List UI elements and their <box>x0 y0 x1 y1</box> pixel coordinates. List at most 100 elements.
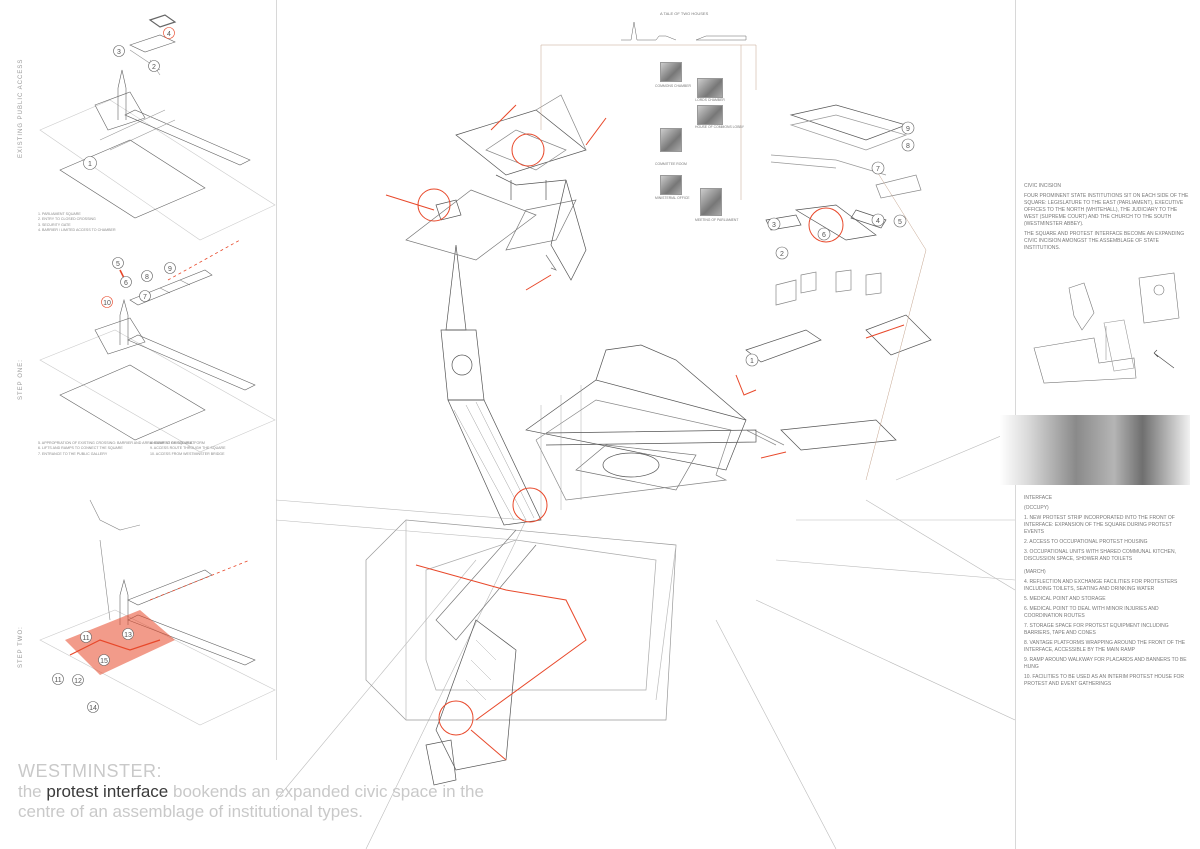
svg-text:9: 9 <box>906 126 910 133</box>
marker-circle <box>87 701 99 713</box>
marker-circle <box>871 161 885 175</box>
marker-circle <box>817 227 831 241</box>
caption-lobby: HOUSE OF COMMONS LOBBY <box>695 125 744 129</box>
committee-photo <box>660 128 682 152</box>
marker-circle <box>163 27 175 39</box>
svg-text:3: 3 <box>117 49 121 56</box>
marker-circle <box>112 257 124 269</box>
site-plan <box>1033 272 1180 384</box>
svg-text:5: 5 <box>898 219 902 226</box>
title-line-2-post: bookends an expanded civic space in the <box>168 782 484 801</box>
title-line-2: the protest interface bookends an expand… <box>18 782 638 802</box>
svg-text:9: 9 <box>168 266 172 273</box>
svg-text:8: 8 <box>906 143 910 150</box>
marker-circle <box>901 121 915 135</box>
note-line: 1. PARLIAMENT SQUARE <box>38 212 81 216</box>
meeting-photo <box>700 188 722 216</box>
marker-circle <box>901 138 915 152</box>
march-item-7: 7. STORAGE SPACE FOR PROTEST EQUIPMENT I… <box>1024 623 1169 636</box>
svg-text:5: 5 <box>116 261 120 268</box>
march-item-4: 4. REFLECTION AND EXCHANGE FACILITIES FO… <box>1024 579 1178 592</box>
marker-circle <box>164 262 176 274</box>
street-photo <box>1000 415 1190 485</box>
svg-text:6: 6 <box>822 232 826 239</box>
civic-text-2: THE SQUARE AND PROTEST INTERFACE BECOME … <box>1024 231 1185 251</box>
marker-circle <box>141 270 153 282</box>
title-line-1: WESTMINSTER: <box>18 761 162 781</box>
note-line: 8. RAMP TO RAISED PLATFORM <box>150 441 205 445</box>
svg-text:15: 15 <box>100 658 108 665</box>
note-line: 3. SECURITY GATE <box>38 222 71 227</box>
left-column-divider <box>276 0 277 760</box>
occupy-item-2: 2. ACCESS TO OCCUPATIONAL PROTEST HOUSIN… <box>1024 539 1148 545</box>
svg-text:11: 11 <box>82 635 89 642</box>
svg-text:14: 14 <box>89 705 97 712</box>
svg-text:6: 6 <box>124 280 128 287</box>
step-one-notes-b: 8. RAMP TO RAISED PLATFORM 9. ACCESS ROU… <box>150 441 250 457</box>
right-panel-interface: INTERFACE (OCCUPY) 1. NEW PROTEST STRIP … <box>1024 495 1192 691</box>
marker-circle <box>148 60 160 72</box>
commons-photo <box>660 62 682 82</box>
march-item-8: 8. VANTAGE PLATFORMS WRAPPING AROUND THE… <box>1024 640 1186 653</box>
civic-text-1: FOUR PROMINENT STATE INSTITUTIONS SIT ON… <box>1024 193 1189 227</box>
svg-text:7: 7 <box>143 294 147 301</box>
marker-circle <box>139 290 151 302</box>
march-item-9: 9. RAMP AROUND WALKWAY FOR PLACARDS AND … <box>1024 657 1187 670</box>
caption-meeting: MEETING OF PARLIAMENT <box>695 218 739 222</box>
svg-text:7: 7 <box>876 166 880 173</box>
svg-text:8: 8 <box>145 274 149 281</box>
svg-text:4: 4 <box>167 31 171 38</box>
caption-committee: COMMITTEE ROOM <box>655 162 687 166</box>
svg-text:3: 3 <box>772 222 776 229</box>
svg-text:1: 1 <box>88 161 92 168</box>
title-line-2-pre: the <box>18 782 47 801</box>
lobby-photo <box>697 105 723 125</box>
title-line-3: centre of an assemblage of institutional… <box>18 802 363 821</box>
svg-text:4: 4 <box>876 218 880 225</box>
right-panel-civic: CIVIC INCISION FOUR PROMINENT STATE INST… <box>1024 183 1192 255</box>
marker-circle <box>80 631 92 643</box>
marker-circle <box>113 45 125 57</box>
note-line: 5. APPROPRIATION OF EXISTING CROSSING: B… <box>38 441 193 445</box>
svg-text:2: 2 <box>152 64 156 71</box>
right-markers: 9 8 7 6 5 4 3 2 1 <box>745 121 915 367</box>
march-heading: (MARCH) <box>1024 569 1046 575</box>
caption-ministerial: MINISTERIAL OFFICE <box>655 196 690 200</box>
note-line: 7. ENTRANCE TO THE PUBLIC GALLERY <box>38 451 108 456</box>
marker-circle <box>120 276 132 288</box>
marker-circle <box>122 628 134 640</box>
caption-commons: COMMONS CHAMBER <box>655 84 691 88</box>
step-one-notes-a: 5. APPROPRIATION OF EXISTING CROSSING: B… <box>38 441 193 457</box>
occupy-item-3: 3. OCCUPATIONAL UNITS WITH SHARED COMMUN… <box>1024 549 1176 562</box>
marker-circle <box>101 296 113 308</box>
title-emphasis: protest interface <box>46 782 169 801</box>
marker-circle <box>745 353 759 367</box>
caption-lords: LORDS CHAMBER <box>695 98 725 102</box>
marker-circle <box>83 156 97 170</box>
svg-text:12: 12 <box>74 678 82 685</box>
marker-circle <box>52 673 64 685</box>
note-line: 2. ENTRY TO CLOSED CROSSING <box>38 217 96 222</box>
civic-heading: CIVIC INCISION <box>1024 183 1061 189</box>
marker-circle <box>98 654 110 666</box>
existing-notes: 1. PARLIAMENT SQUARE 2. ENTRY TO CLOSED … <box>38 212 116 234</box>
lords-photo <box>697 78 723 98</box>
marker-circle <box>767 217 781 231</box>
note-line: 9. ACCESS ROUTE THROUGH THE SQUARE <box>150 446 226 451</box>
march-item-6: 6. MEDICAL POINT TO DEAL WITH MINOR INJU… <box>1024 606 1159 619</box>
tale-of-two-houses-heading: A TALE OF TWO HOUSES <box>660 11 709 16</box>
main-axonometric-diagram <box>276 21 1015 849</box>
ministerial-photo <box>660 175 682 195</box>
marker-circle <box>775 246 789 260</box>
svg-text:13: 13 <box>124 632 132 639</box>
note-line: 4. BARRIER / LIMITED ACCESS TO CHAMBER <box>38 228 116 233</box>
march-item-10: 10. FACILITIES TO BE USED AS AN INTERIM … <box>1024 674 1185 687</box>
marker-circle <box>72 674 84 686</box>
occupy-heading: (OCCUPY) <box>1024 505 1049 511</box>
interface-heading: INTERFACE <box>1024 495 1053 501</box>
occupy-item-1: 1. NEW PROTEST STRIP INCORPORATED INTO T… <box>1024 515 1175 535</box>
svg-text:2: 2 <box>780 251 784 258</box>
poster-title: WESTMINSTER: the protest interface booke… <box>18 761 638 822</box>
marker-circle <box>893 214 907 228</box>
march-item-5: 5. MEDICAL POINT AND STORAGE <box>1024 596 1106 602</box>
